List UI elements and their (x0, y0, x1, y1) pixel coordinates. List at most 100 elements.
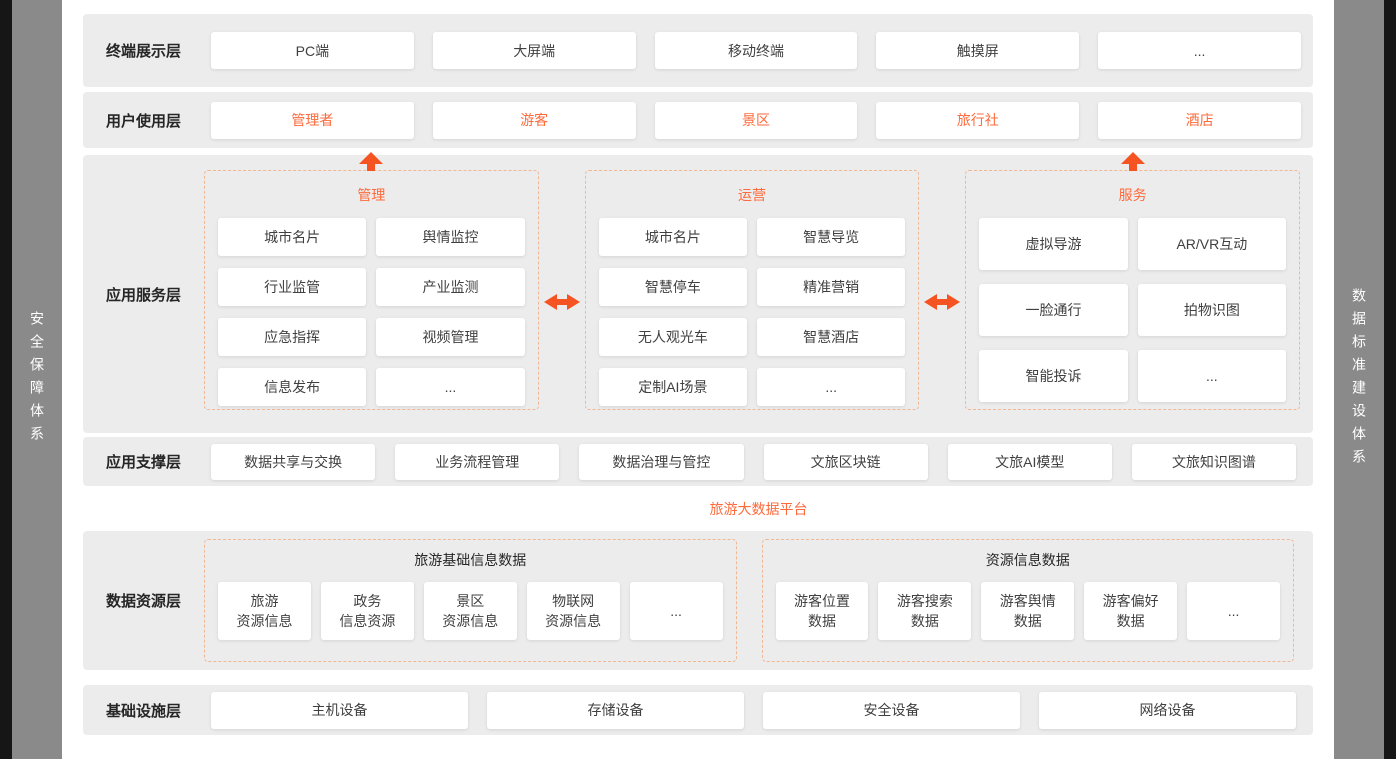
card-management-more: ... (376, 368, 525, 406)
group-title-service: 服务 (1118, 187, 1147, 203)
card-industry-supervision: 行业监管 (218, 268, 367, 306)
card-video-management: 视频管理 (376, 318, 525, 356)
layer-infrastructure: 基础设施层 主机设备 存储设备 安全设备 网络设备 (83, 685, 1313, 735)
card-tourist-search-data: 游客搜索 数据 (878, 582, 972, 640)
layer-app-support: 应用支撑层 数据共享与交换 业务流程管理 数据治理与管控 文旅区块链 文旅AI模… (83, 437, 1313, 486)
layer-label-app-service: 应用服务层 (105, 286, 181, 304)
platform-band: 旅游大数据平台 (204, 486, 1313, 531)
tourism-basic-data-cards: 旅游 资源信息 政务 信息资源 景区 资源信息 物联网 (218, 582, 723, 640)
resource-info-data-cards: 游客位置 数据 游客搜索 数据 游客舆情 数据 游客偏好 (775, 582, 1281, 640)
card-tourist-opinion-data: 游客舆情 数据 (981, 582, 1075, 640)
card-line-1: ... (1227, 603, 1240, 619)
card-line-2: 资源信息 (545, 613, 602, 629)
group-resource-info-data: 资源信息数据 游客位置 数据 游客搜索 数据 游客舆情 数据 (761, 539, 1294, 662)
card-pc: PC端 (211, 32, 414, 69)
up-arrow-icon (359, 152, 384, 171)
card-smart-hotel: 智慧酒店 (757, 318, 906, 356)
layer-terminal-display: 终端展示层 PC端 大屏端 移动终端 触摸屏 ... (83, 14, 1313, 87)
group-title-operations: 运营 (738, 187, 766, 203)
card-smart-guide: 智慧导览 (757, 218, 906, 256)
card-terminal-more: ... (1098, 32, 1301, 69)
card-virtual-guide: 虚拟导游 (979, 218, 1128, 270)
up-arrow-icon (1120, 152, 1145, 171)
support-cards: 数据共享与交换 业务流程管理 数据治理与管控 文旅区块链 文旅AI模型 文旅知识… (204, 443, 1297, 480)
group-tourism-basic-data: 旅游基础信息数据 旅游 资源信息 政务 信息资源 景区 资源信息 (204, 539, 737, 662)
card-line-1: 游客位置 (793, 593, 850, 609)
card-tourist-location-data: 游客位置 数据 (775, 582, 869, 640)
card-emergency-command: 应急指挥 (218, 318, 367, 356)
layer-user-usage: 用户使用层 管理者 游客 景区 旅行社 酒店 (83, 92, 1313, 148)
card-city-card: 城市名片 (218, 218, 367, 256)
right-black-edge (1384, 0, 1396, 759)
card-government-info-resource: 政务 信息资源 (320, 582, 414, 640)
card-data-sharing-exchange: 数据共享与交换 (211, 443, 376, 480)
card-line-2: 数据 (807, 613, 836, 629)
card-service-more: ... (1137, 350, 1287, 402)
card-line-1: 游客搜索 (896, 593, 953, 609)
card-precision-marketing: 精准营销 (757, 268, 906, 306)
card-administrator: 管理者 (211, 101, 414, 139)
card-smart-complaint: 智能投诉 (979, 350, 1128, 402)
card-line-1: 旅游 (250, 593, 279, 609)
card-opinion-monitoring: 舆情监控 (376, 218, 525, 256)
card-tourism-basic-more: ... (629, 582, 723, 640)
card-tourist-preference-data: 游客偏好 数据 (1084, 582, 1178, 640)
card-line-2: 信息资源 (339, 613, 396, 629)
card-big-screen: 大屏端 (432, 32, 636, 69)
card-network-equipment: 网络设备 (1039, 691, 1296, 729)
management-cards: 城市名片 舆情监控 行业监管 产业监测 应急指挥 视频管理 信息发布 ... (218, 218, 525, 406)
card-line-2: 数据 (910, 613, 939, 629)
card-line-1: 物联网 (552, 593, 595, 609)
card-tourism-resource-info: 旅游 资源信息 (218, 582, 311, 640)
left-black-edge (0, 0, 12, 759)
card-info-release: 信息发布 (218, 368, 367, 406)
card-city-card-2: 城市名片 (598, 218, 747, 256)
card-ar-vr-interaction: AR/VR互动 (1137, 218, 1287, 270)
card-culture-tourism-blockchain: 文旅区块链 (763, 443, 928, 480)
card-data-governance-control: 数据治理与管控 (579, 443, 744, 480)
layer-data-resource: 数据资源层 旅游基础信息数据 旅游 资源信息 政务 信息资源 (83, 531, 1313, 670)
right-sidebar-data-standard-system: 数据标准建设体系 (1334, 0, 1384, 759)
diagram-main: 终端展示层 PC端 大屏端 移动终端 触摸屏 ... 用户使用层 管理者 游客 … (62, 0, 1334, 759)
card-business-process-management: 业务流程管理 (395, 443, 560, 480)
app-service-area: 管理 城市名片 舆情监控 行业监管 产业监测 应急指挥 视频管理 信息发布 ..… (204, 152, 1313, 433)
card-security-equipment: 安全设备 (763, 691, 1020, 729)
card-industry-monitoring: 产业监测 (376, 268, 525, 306)
card-face-pass: 一脸通行 (979, 284, 1128, 336)
card-custom-ai-scene: 定制AI场景 (598, 368, 747, 406)
bidirectional-arrow-icon (924, 293, 961, 310)
card-host-equipment: 主机设备 (211, 691, 468, 729)
card-iot-resource-info: 物联网 资源信息 (526, 582, 620, 640)
card-line-1: 景区 (456, 593, 485, 609)
infrastructure-cards: 主机设备 存储设备 安全设备 网络设备 (204, 691, 1296, 729)
arrow-cell (539, 170, 585, 433)
card-unmanned-sightseeing-car: 无人观光车 (598, 318, 747, 356)
card-line-1: ... (670, 603, 682, 619)
user-cards: 管理者 游客 景区 旅行社 酒店 (204, 101, 1301, 139)
card-storage-equipment: 存储设备 (487, 691, 744, 729)
card-smart-parking: 智慧停车 (598, 268, 747, 306)
card-resource-info-more: ... (1187, 582, 1281, 640)
card-photo-recognition: 拍物识图 (1137, 284, 1287, 336)
card-line-2: 资源信息 (236, 613, 293, 629)
card-scenic-resource-info: 景区 资源信息 (423, 582, 517, 640)
layer-app-service: 应用服务层 管理 城市名片 舆情监控 行业监管 产业监测 应急指挥 视频管理 信… (83, 152, 1313, 433)
card-line-1: 政务 (353, 593, 382, 609)
card-mobile-terminal: 移动终端 (654, 32, 858, 69)
group-management: 管理 城市名片 舆情监控 行业监管 产业监测 应急指挥 视频管理 信息发布 ..… (204, 152, 539, 410)
layer-label-data-resource: 数据资源层 (105, 593, 181, 610)
service-cards: 虚拟导游 AR/VR互动 一脸通行 拍物识图 智能投诉 ... (979, 218, 1287, 402)
terminal-cards: PC端 大屏端 移动终端 触摸屏 ... (204, 32, 1301, 69)
card-touch-screen: 触摸屏 (876, 32, 1080, 69)
group-operations: 运营 城市名片 智慧导览 智慧停车 精准营销 无人观光车 智慧酒店 定制AI场景… (584, 170, 920, 410)
group-title-tourism-basic-data: 旅游基础信息数据 (414, 552, 527, 568)
card-culture-tourism-knowledge-graph: 文旅知识图谱 (1131, 443, 1297, 480)
layer-label-users: 用户使用层 (105, 112, 181, 130)
group-title-resource-info-data: 资源信息数据 (985, 552, 1070, 568)
card-line-2: 资源信息 (442, 613, 499, 629)
card-line-2: 数据 (1013, 613, 1042, 629)
card-hotel: 酒店 (1098, 101, 1301, 139)
card-scenic-area: 景区 (654, 101, 858, 139)
left-sidebar-security-system: 安全保障体系 (12, 0, 62, 759)
bidirectional-arrow-icon (543, 293, 580, 310)
